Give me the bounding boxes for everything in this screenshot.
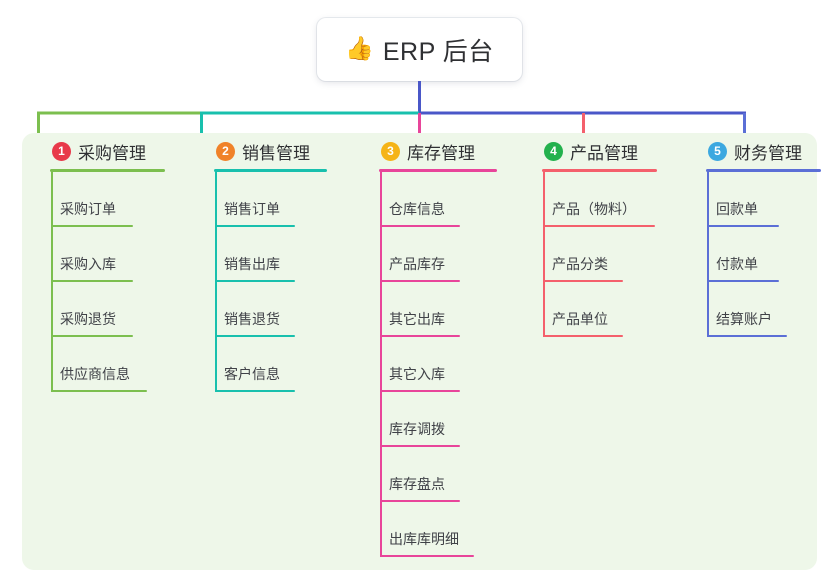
leaf-node-rule xyxy=(215,335,295,337)
leaf-node-label: 销售订单 xyxy=(224,201,280,217)
leaf-node-label: 库存盘点 xyxy=(389,476,445,492)
leaf-node[interactable]: 销售退货 xyxy=(202,289,302,344)
leaf-node-label: 销售退货 xyxy=(224,311,280,327)
leaf-node-rule xyxy=(380,225,460,227)
leaf-node[interactable]: 付款单 xyxy=(694,234,786,289)
branch-header-4[interactable]: 4 产品管理 xyxy=(530,133,638,169)
leaf-node-rule xyxy=(543,335,623,337)
branch-header-rule-3 xyxy=(379,169,497,172)
leaf-node-rule xyxy=(707,225,779,227)
leaf-node-label: 采购订单 xyxy=(60,201,116,217)
branch-spine-1 xyxy=(51,172,53,392)
branch-badge-3: 3 xyxy=(381,141,400,161)
leaf-node[interactable]: 销售出库 xyxy=(202,234,302,289)
branch-column-1: 1 采购管理采购订单采购入库采购退货供应商信息 xyxy=(38,133,165,392)
leaf-node[interactable]: 仓库信息 xyxy=(367,179,467,234)
leaf-node[interactable]: 库存盘点 xyxy=(367,454,467,509)
leaf-node-label: 销售出库 xyxy=(224,256,280,272)
leaf-node-rule xyxy=(543,280,623,282)
leaf-node-label: 出库库明细 xyxy=(389,531,459,547)
root-node-erp[interactable]: 👍 ERP 后台 xyxy=(317,18,522,81)
leaf-node[interactable]: 产品库存 xyxy=(367,234,467,289)
leaf-node-label: 结算账户 xyxy=(716,311,772,327)
leaf-node-rule xyxy=(380,390,460,392)
branch-title-4: 产品管理 xyxy=(570,143,638,163)
leaf-node-rule xyxy=(215,280,295,282)
leaf-node-label: 采购入库 xyxy=(60,256,116,272)
leaf-node-label: 库存调拨 xyxy=(389,421,445,437)
branch-header-rule-1 xyxy=(50,169,165,172)
leaf-node-label: 产品单位 xyxy=(552,311,608,327)
leaf-node[interactable]: 出库库明细 xyxy=(367,509,481,564)
branch-badge-4: 4 xyxy=(544,141,563,161)
leaf-node[interactable]: 结算账户 xyxy=(694,289,794,344)
leaf-node-label: 产品（物料） xyxy=(552,201,636,217)
branch-column-4: 4 产品管理产品（物料） 产品分类产品单位 xyxy=(530,133,657,337)
leaf-node[interactable]: 产品（物料） xyxy=(530,179,662,234)
leaf-node[interactable]: 供应商信息 xyxy=(38,344,154,399)
leaf-node-label: 产品库存 xyxy=(389,256,445,272)
leaf-node-label: 其它出库 xyxy=(389,311,445,327)
branch-spine-5 xyxy=(707,172,709,337)
leaf-node-label: 采购退货 xyxy=(60,311,116,327)
leaf-node-label: 客户信息 xyxy=(224,366,280,382)
branch-column-2: 2 销售管理销售订单销售出库销售退货客户信息 xyxy=(202,133,327,392)
branch-spine-4 xyxy=(543,172,545,337)
leaf-node-rule xyxy=(51,225,133,227)
leaf-node-rule xyxy=(51,390,147,392)
branch-title-3: 库存管理 xyxy=(407,143,475,163)
leaf-node[interactable]: 其它出库 xyxy=(367,289,467,344)
branch-header-rule-4 xyxy=(542,169,657,172)
leaf-node[interactable]: 采购退货 xyxy=(38,289,140,344)
leaf-node-rule xyxy=(380,500,460,502)
branch-header-rule-2 xyxy=(214,169,327,172)
branch-spine-3 xyxy=(380,172,382,557)
thumbs-up-icon: 👍 xyxy=(345,35,374,61)
branch-header-1[interactable]: 1 采购管理 xyxy=(38,133,146,169)
leaf-node-rule xyxy=(215,225,295,227)
leaf-node-rule xyxy=(380,555,474,557)
branch-title-2: 销售管理 xyxy=(242,143,310,163)
branch-header-5[interactable]: 5 财务管理 xyxy=(694,133,802,169)
branch-title-5: 财务管理 xyxy=(734,143,802,163)
branch-column-3: 3 库存管理仓库信息产品库存其它出库其它入库库存调拨库存盘点出库库明细 xyxy=(367,133,497,557)
branch-badge-1: 1 xyxy=(52,141,71,161)
leaf-node-rule xyxy=(380,335,460,337)
leaf-node-rule xyxy=(51,335,133,337)
branch-column-5: 5 财务管理回款单付款单结算账户 xyxy=(694,133,821,337)
leaf-node[interactable]: 采购入库 xyxy=(38,234,140,289)
leaf-node[interactable]: 库存调拨 xyxy=(367,399,467,454)
leaf-node-rule xyxy=(543,225,655,227)
leaf-node-rule xyxy=(380,280,460,282)
branch-header-3[interactable]: 3 库存管理 xyxy=(367,133,475,169)
leaf-node-label: 其它入库 xyxy=(389,366,445,382)
branch-badge-5: 5 xyxy=(708,141,727,161)
leaf-node[interactable]: 回款单 xyxy=(694,179,786,234)
leaf-node-rule xyxy=(215,390,295,392)
branch-spine-2 xyxy=(215,172,217,392)
leaf-node-rule xyxy=(707,280,779,282)
leaf-node-label: 产品分类 xyxy=(552,256,608,272)
branch-header-rule-5 xyxy=(706,169,821,172)
leaf-node-label: 供应商信息 xyxy=(60,366,130,382)
leaf-node-label: 回款单 xyxy=(716,201,758,217)
leaf-node[interactable]: 产品分类 xyxy=(530,234,630,289)
branch-title-1: 采购管理 xyxy=(78,143,146,163)
leaf-node[interactable]: 客户信息 xyxy=(202,344,302,399)
branch-badge-2: 2 xyxy=(216,141,235,161)
leaf-node-rule xyxy=(707,335,787,337)
leaf-node-rule xyxy=(51,280,133,282)
leaf-node-rule xyxy=(380,445,460,447)
branches-panel: 1 采购管理采购订单采购入库采购退货供应商信息 2 销售管理销售订单销售出库销售退货客… xyxy=(22,133,821,570)
root-node-title: ERP 后台 xyxy=(382,37,494,66)
leaf-node-label: 付款单 xyxy=(716,256,758,272)
leaf-node[interactable]: 销售订单 xyxy=(202,179,302,234)
leaf-node[interactable]: 产品单位 xyxy=(530,289,630,344)
leaf-node[interactable]: 采购订单 xyxy=(38,179,140,234)
leaf-node-label: 仓库信息 xyxy=(389,201,445,217)
leaf-node[interactable]: 其它入库 xyxy=(367,344,467,399)
branch-header-2[interactable]: 2 销售管理 xyxy=(202,133,310,169)
